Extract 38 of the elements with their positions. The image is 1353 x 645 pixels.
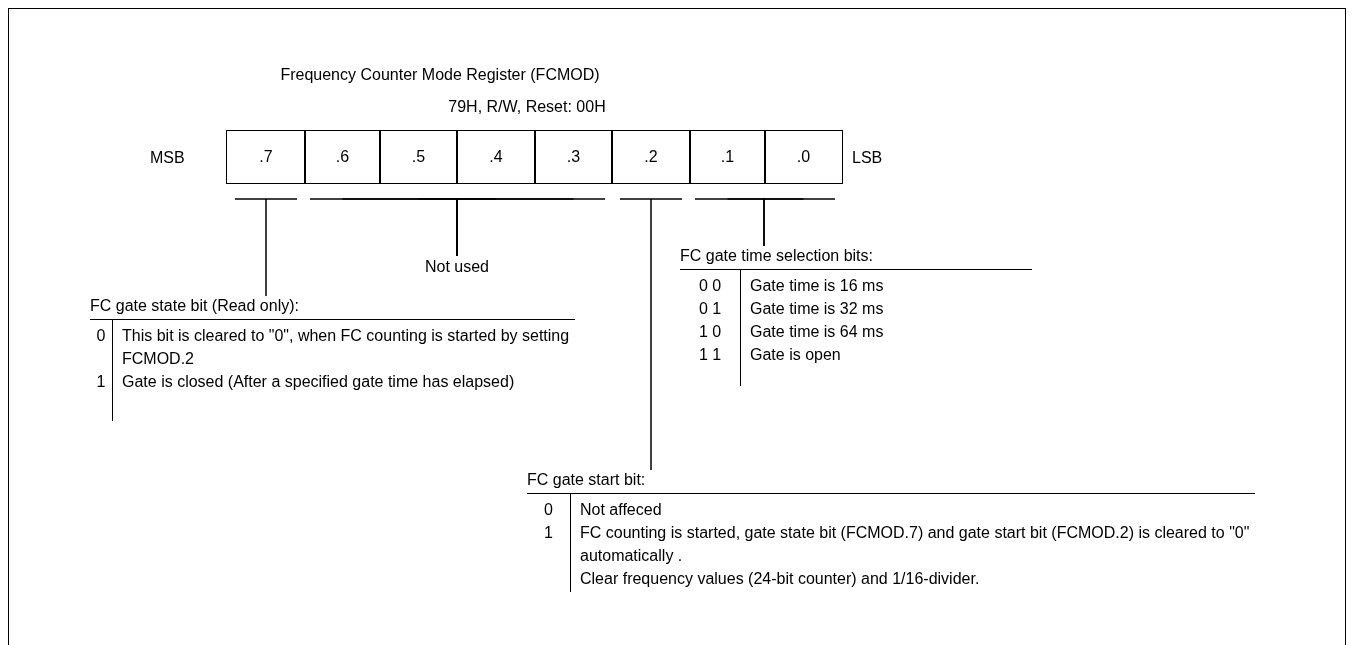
bit-value: 0 <box>96 327 106 344</box>
bit-value: 1 0 <box>698 323 722 340</box>
register-title: Frequency Counter Mode Register (FCMOD) <box>279 65 601 85</box>
bit-description: Gate is open <box>749 345 842 365</box>
register-address: 79H, R/W, Reset: 00H <box>447 97 607 117</box>
bit-order-label: MSB <box>150 148 186 168</box>
field-note: Not used <box>407 256 507 278</box>
leader-line <box>650 198 652 471</box>
bit-description: Gate time is 32 ms <box>749 299 885 319</box>
bit-cell: .5 <box>379 130 458 184</box>
leader-line <box>763 198 805 247</box>
bit-description: Gate time is 16 ms <box>749 276 885 296</box>
bit-cell: .2 <box>611 130 691 184</box>
bit-description-table <box>527 470 1255 590</box>
bit-cell: .7 <box>226 130 306 184</box>
bit-description: Gate is closed (After a specified gate time has elapsed) <box>121 372 516 392</box>
section-heading: FC gate state bit (Read only): <box>90 296 575 320</box>
bit-cell: .4 <box>456 130 536 184</box>
bit-cell: .0 <box>764 130 843 184</box>
bit-cell: .3 <box>534 130 613 184</box>
leader-line <box>265 198 267 297</box>
section-heading: FC gate start bit: <box>527 470 1255 494</box>
bit-value: 1 1 <box>698 346 722 363</box>
bit-order-label: LSB <box>852 148 884 168</box>
section-heading: FC gate time selection bits: <box>680 246 1032 270</box>
bit-cell: .6 <box>304 130 381 184</box>
bit-value: 0 0 <box>698 277 722 294</box>
bit-description: Gate time is 64 ms <box>749 322 885 342</box>
bit-value: 1 <box>96 373 106 390</box>
bit-value: 0 <box>544 501 553 518</box>
bit-cell: .1 <box>689 130 766 184</box>
leader-line <box>456 198 575 257</box>
bit-value: 1 <box>544 524 553 541</box>
bit-description: Clear frequency values (24-bit counter) and 1/16-divider. <box>579 569 981 589</box>
bit-value: 0 1 <box>698 300 722 317</box>
bit-description: FC counting is started, gate state bit (FCMOD.7) and gate start bit (FCMOD.2) is cleared to "0" automatically . <box>579 523 1250 566</box>
bit-description: Not affeced <box>579 500 663 520</box>
bit-description: This bit is cleared to "0", when FC counting is started by setting FCMOD.2 <box>121 326 571 369</box>
